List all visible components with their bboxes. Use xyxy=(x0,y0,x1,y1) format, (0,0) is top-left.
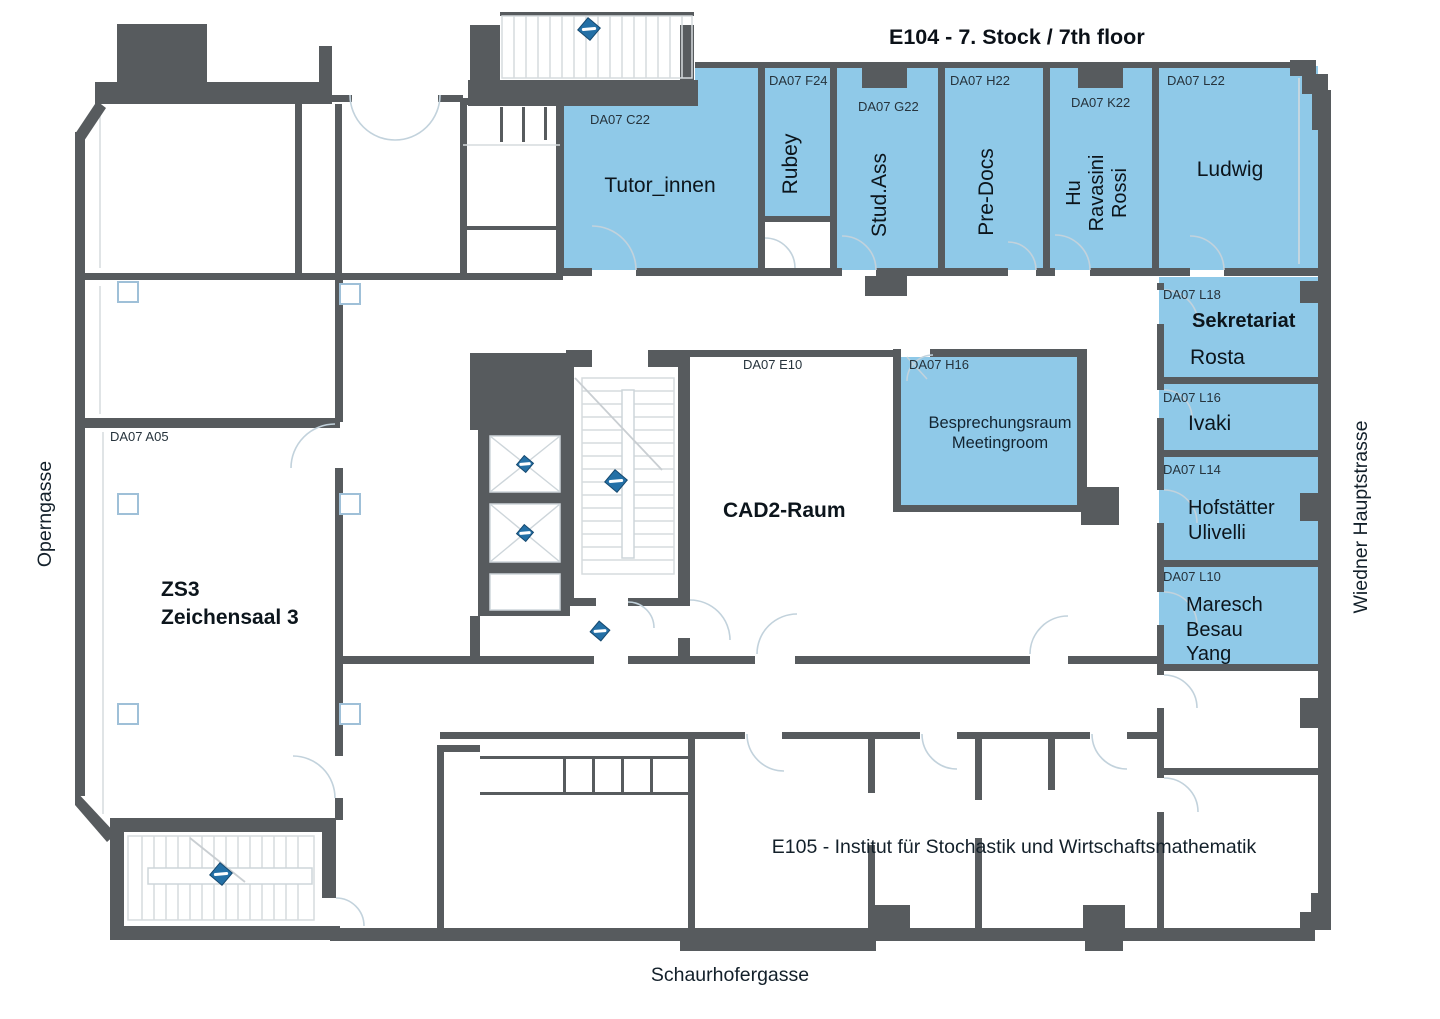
room-name-meetingroom-de: Besprechungsraum xyxy=(928,414,1071,432)
room-ludwig xyxy=(1159,66,1318,270)
room-code-zs3: DA07 A05 xyxy=(110,429,169,444)
room-rubey xyxy=(765,68,830,216)
room-code-sekretariat: DA07 L18 xyxy=(1163,287,1221,302)
room-tutor-innen-upper xyxy=(695,68,758,108)
page-title: E104 - 7. Stock / 7th floor xyxy=(889,25,1145,49)
stair-direction-icon xyxy=(604,469,628,493)
street-operngasse: Operngasse xyxy=(34,461,56,567)
toilet-stalls xyxy=(463,107,653,792)
room-name-pre-docs: Pre-Docs xyxy=(975,148,998,236)
svg-text:Ravasini: Ravasini xyxy=(1086,155,1108,232)
service-shaft xyxy=(489,573,561,611)
room-code-rubey: DA07 F24 xyxy=(769,73,828,88)
room-name-meetingroom-en: Meetingroom xyxy=(952,434,1048,452)
room-code-tutor: DA07 C22 xyxy=(590,112,650,127)
elevator-icon xyxy=(515,454,535,474)
street-schaurhofergasse: Schaurhofergasse xyxy=(651,964,809,986)
room-code-cad2: DA07 E10 xyxy=(743,357,802,372)
stairs-bottom-left xyxy=(127,835,315,921)
elevator-icon xyxy=(515,523,535,543)
room-code-hofstaetter: DA07 L14 xyxy=(1163,462,1221,477)
room-name-zeichensaal: Zeichensaal 3 xyxy=(161,606,299,629)
room-tutor-innen xyxy=(564,104,758,270)
room-hofstaetter-ulivelli xyxy=(1159,457,1318,560)
room-name-ulivelli: Ulivelli xyxy=(1188,522,1246,544)
walls xyxy=(75,12,1331,951)
room-name-cad2: CAD2-Raum xyxy=(723,499,846,522)
room-name-hofstaetter: Hofstätter xyxy=(1188,497,1275,519)
room-code-meetingroom: DA07 H16 xyxy=(909,357,969,372)
room-name-ludwig: Ludwig xyxy=(1197,158,1264,181)
room-sekretariat xyxy=(1159,277,1318,377)
room-name-stud-ass: Stud.Ass xyxy=(868,153,891,237)
room-name-maresch: Maresch xyxy=(1186,594,1263,616)
window-lines xyxy=(99,78,1300,814)
highlighted-rooms xyxy=(564,66,1318,664)
stair-direction-icon xyxy=(589,620,611,642)
room-code-hu: DA07 K22 xyxy=(1071,95,1130,110)
room-ivaki xyxy=(1159,384,1318,450)
room-name-rubey: Rubey xyxy=(779,133,802,194)
room-pre-docs xyxy=(945,68,1043,270)
stairs-middle xyxy=(574,377,675,575)
room-name-tutor: Tutor_innen xyxy=(604,174,715,197)
stair-direction-icon xyxy=(577,17,601,41)
street-wiedner-hauptstrasse: Wiedner Hauptstrasse xyxy=(1350,421,1372,614)
room-name-zs3: ZS3 xyxy=(161,578,200,601)
room-name-yang: Yang xyxy=(1186,643,1231,665)
columns xyxy=(117,281,361,725)
room-stud-ass xyxy=(837,68,938,270)
room-name-rosta: Rosta xyxy=(1190,346,1245,369)
room-name-sekretariat: Sekretariat xyxy=(1192,310,1296,332)
room-name-hu-ravasini-rossi: Hu Ravasini Rossi xyxy=(1063,155,1131,232)
stairs-top xyxy=(501,15,693,79)
svg-text:Rossi: Rossi xyxy=(1109,168,1131,218)
svg-text:Hu: Hu xyxy=(1063,180,1085,206)
room-code-ivaki: DA07 L16 xyxy=(1163,390,1221,405)
door-arcs xyxy=(290,94,1225,927)
room-name-ivaki: Ivaki xyxy=(1188,412,1231,435)
institute-label: E105 - Institut für Stochastik und Wirts… xyxy=(772,836,1257,858)
room-code-pre-docs: DA07 H22 xyxy=(950,73,1010,88)
room-code-maresch: DA07 L10 xyxy=(1163,569,1221,584)
room-name-besau: Besau xyxy=(1186,619,1243,641)
room-maresch-besau-yang xyxy=(1159,567,1318,664)
room-code-stud-ass: DA07 G22 xyxy=(858,99,919,114)
stair-direction-icon xyxy=(209,862,233,886)
elevators xyxy=(489,435,561,611)
room-code-ludwig: DA07 L22 xyxy=(1167,73,1225,88)
room-meetingroom xyxy=(901,357,1077,505)
